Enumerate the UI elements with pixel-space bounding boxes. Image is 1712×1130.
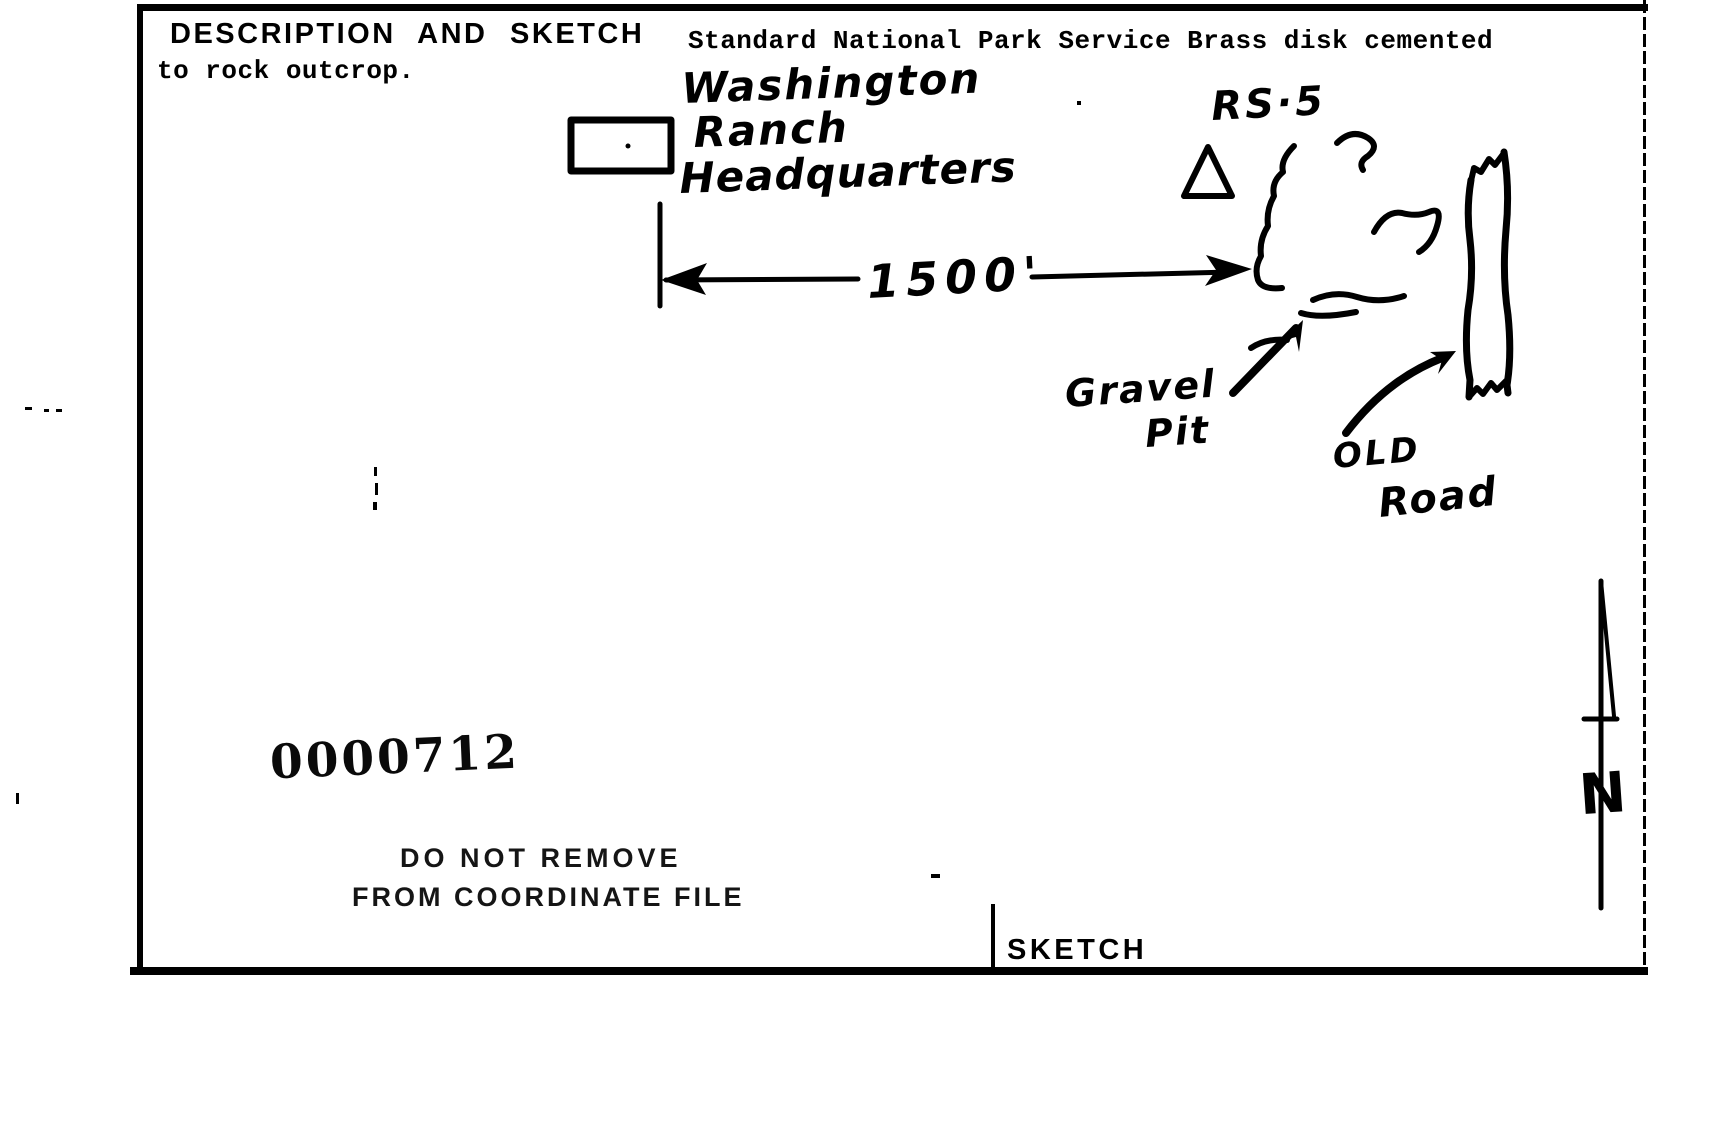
gravel-pit-arrow bbox=[1229, 320, 1303, 397]
scan-speck bbox=[44, 409, 49, 412]
outcrop-squiggles bbox=[1248, 131, 1442, 351]
station-label: RS·5 bbox=[1210, 78, 1327, 130]
do-not-remove-stamp-line2: FROM COORDINATE FILE bbox=[352, 882, 745, 912]
road-band bbox=[1462, 148, 1514, 401]
distance-dimension bbox=[657, 201, 1252, 309]
description-text-line2: to rock outcrop. bbox=[157, 56, 415, 86]
form-border-top bbox=[137, 4, 1648, 11]
arrowhead-icon bbox=[1430, 351, 1456, 374]
arrowhead-icon bbox=[1281, 320, 1303, 352]
scan-speck bbox=[373, 502, 377, 510]
form-border-bottom bbox=[130, 967, 1648, 975]
building-label-line3: Headquarters bbox=[679, 142, 1018, 203]
arrowhead-right-icon bbox=[1205, 255, 1252, 286]
gravel-pit-label-line2: Pit bbox=[1144, 408, 1212, 456]
sketch-caption-divider bbox=[991, 904, 995, 973]
building-rectangle bbox=[567, 116, 675, 175]
section-title: DESCRIPTION AND SKETCH bbox=[170, 18, 645, 50]
old-road-arrow bbox=[1342, 351, 1456, 437]
building-label-line2: Ranch bbox=[693, 103, 850, 157]
old-road-label-line2: Road bbox=[1376, 469, 1500, 527]
description-text-line1: Standard National Park Service Brass dis… bbox=[688, 26, 1494, 56]
scan-speck bbox=[374, 467, 377, 476]
gravel-pit-label-line1: Gravel bbox=[1064, 362, 1218, 416]
form-border-left bbox=[137, 4, 143, 974]
building-label-line1: Washington bbox=[681, 54, 982, 113]
scan-speck bbox=[931, 874, 940, 878]
scan-speck bbox=[16, 793, 19, 804]
scan-speck bbox=[375, 483, 378, 495]
dimension-line-left bbox=[663, 276, 861, 283]
distance-label: 1500' bbox=[866, 246, 1046, 309]
dimension-line-right bbox=[1029, 269, 1234, 280]
old-road-label-line1: OLD bbox=[1331, 429, 1422, 476]
arrowhead-left-icon bbox=[661, 263, 707, 295]
sketch-caption: SKETCH bbox=[1007, 934, 1148, 966]
north-arrow-icon: N bbox=[1577, 578, 1628, 911]
scan-speck bbox=[56, 409, 62, 412]
north-label: N bbox=[1577, 760, 1628, 828]
scan-speck bbox=[25, 407, 32, 410]
form-border-right-dashed bbox=[1643, 0, 1646, 974]
do-not-remove-stamp-line1: DO NOT REMOVE bbox=[400, 843, 682, 873]
scan-speck bbox=[1077, 101, 1081, 105]
pencil-dot bbox=[625, 143, 631, 149]
station-triangle-icon bbox=[1181, 144, 1235, 199]
